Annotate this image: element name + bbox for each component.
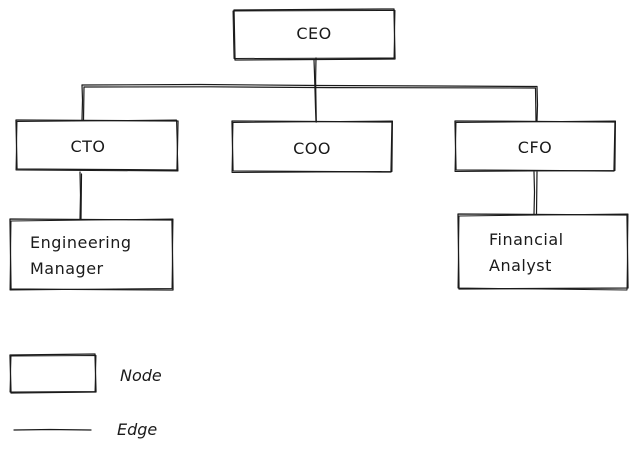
node-cfo-label: CFO	[517, 138, 553, 157]
edge-bus	[81, 83, 538, 88]
node-coo-box	[231, 120, 393, 173]
node-engineering-manager-box	[9, 218, 174, 291]
edge-bus-sketch	[83, 86, 536, 89]
edge-ceo-to-cfo	[536, 85, 539, 122]
node-engineering-manager-line1: Engineering	[30, 233, 132, 252]
node-engineering-manager-line2: Manager	[30, 259, 104, 278]
edge-ceo-to-cfo-sketch	[534, 87, 537, 122]
edges	[79, 57, 539, 220]
edge-ceo-to-cto	[81, 84, 84, 121]
edge-cfo-to-financial-analyst	[533, 171, 536, 215]
node-financial-analyst-line2: Analyst	[489, 256, 552, 275]
legend-edge-label: Edge	[117, 420, 158, 439]
node-engineering-manager-label: Engineering Manager	[30, 230, 132, 282]
node-financial-analyst-box	[457, 213, 629, 291]
edge-cto-to-engineering-manager	[79, 171, 82, 220]
edge-ceo-to-coo-sketch	[315, 57, 317, 123]
node-cfo-box	[454, 120, 616, 172]
node-cto-box	[15, 119, 179, 172]
node-financial-analyst-label: Financial Analyst	[489, 227, 564, 279]
node-ceo-label: CEO	[296, 24, 332, 43]
node-coo-label: COO	[293, 139, 331, 158]
legend-edge-swatch	[13, 428, 92, 431]
legend-node-label: Node	[120, 366, 162, 385]
edge-cfo-to-financial-analyst-sketch	[535, 171, 538, 215]
node-financial-analyst-line1: Financial	[489, 230, 564, 249]
node-cto-label: CTO	[70, 137, 106, 156]
edge-ceo-to-cto-sketch	[82, 86, 85, 121]
node-boxes	[9, 8, 629, 291]
legend-node-swatch	[9, 353, 97, 394]
legend	[9, 353, 97, 431]
node-ceo-box	[232, 8, 396, 61]
edge-cto-to-engineering-manager-sketch	[80, 173, 83, 220]
